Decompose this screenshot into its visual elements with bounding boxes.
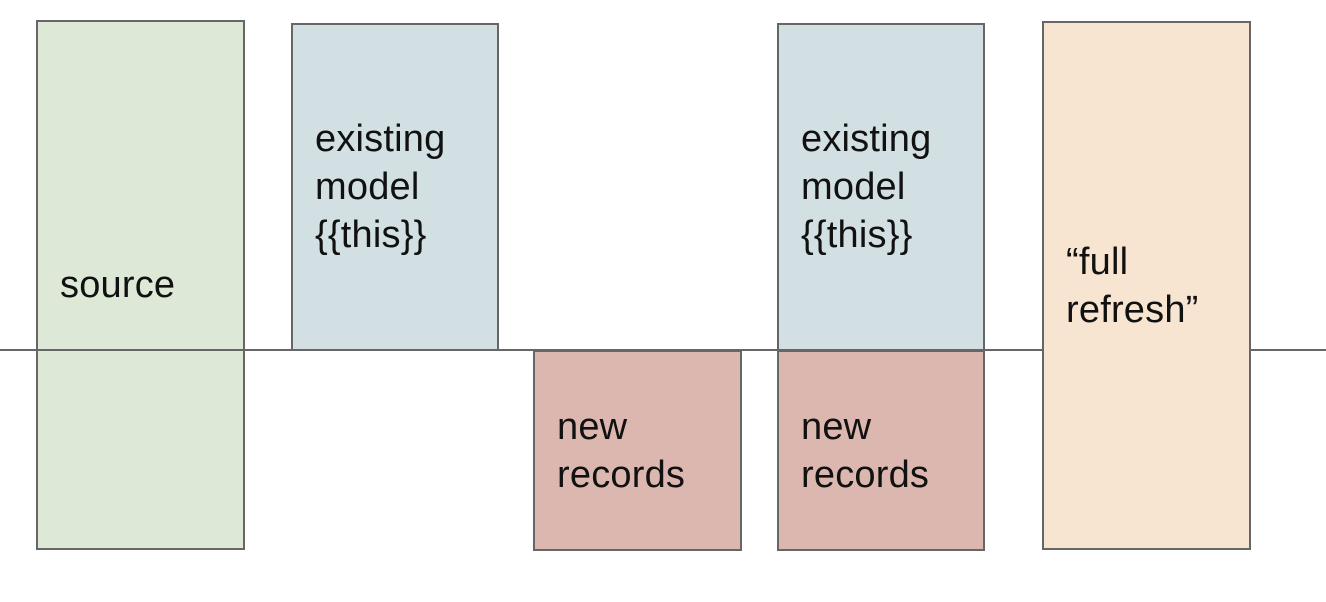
source-box: source: [36, 20, 245, 550]
new-records-box-1-label: new records: [557, 405, 686, 496]
full-refresh-box: “full refresh”: [1042, 21, 1251, 550]
full-refresh-box-label: “full refresh”: [1066, 240, 1199, 331]
existing-model-box-1: existing model {{this}}: [291, 23, 499, 351]
existing-model-box-2-label: existing model {{this}}: [801, 118, 932, 256]
existing-model-box-1-label: existing model {{this}}: [315, 118, 446, 256]
new-records-box-2: new records: [777, 350, 985, 551]
new-records-box-1: new records: [533, 350, 742, 551]
existing-model-box-2: existing model {{this}}: [777, 23, 985, 351]
source-box-label: source: [60, 264, 176, 306]
new-records-box-2-label: new records: [801, 405, 930, 496]
